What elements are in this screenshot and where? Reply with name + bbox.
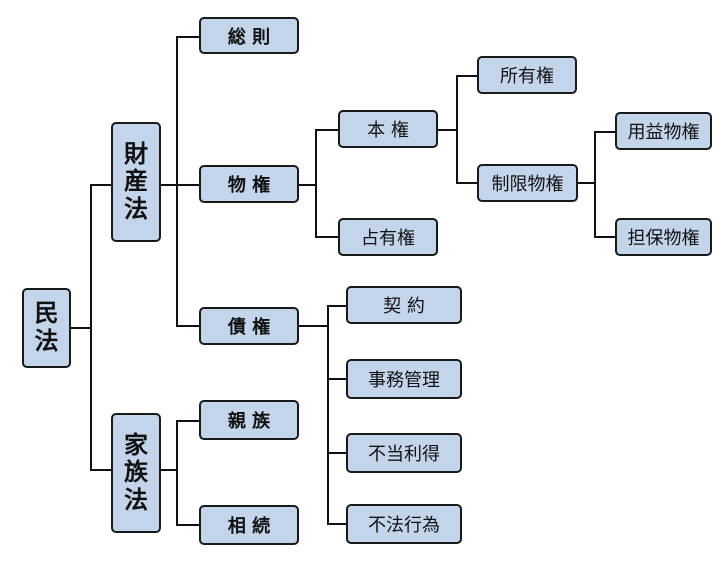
node-label: 所有権: [500, 66, 554, 87]
node-civil-law: 民法: [22, 288, 71, 368]
node-label: 財産法: [124, 139, 148, 223]
node-label: 不法行為: [368, 515, 440, 536]
connector: [327, 523, 347, 525]
node-label: 債 権: [227, 317, 271, 338]
connector: [327, 378, 347, 380]
connector: [176, 36, 200, 38]
node-full-right: 本 権: [338, 110, 438, 148]
connector: [456, 75, 458, 184]
node-label: 不当利得: [368, 444, 440, 465]
connector: [594, 131, 596, 238]
node-label: 契 約: [383, 296, 425, 317]
connector: [594, 131, 616, 133]
node-label: 親 族: [227, 411, 271, 432]
connector: [176, 36, 178, 327]
node-management-of-business: 事務管理: [346, 359, 462, 399]
connector: [299, 184, 317, 186]
connector: [315, 129, 317, 238]
connector: [90, 184, 92, 471]
node-label: 事務管理: [368, 370, 440, 391]
connector: [456, 182, 478, 184]
node-label: 民法: [34, 299, 59, 355]
connector: [327, 305, 347, 307]
node-limited-real-rights: 制限物権: [477, 164, 578, 202]
connector: [176, 420, 178, 526]
connector: [176, 325, 200, 327]
node-inheritance: 相 続: [199, 505, 299, 545]
node-label: 総 則: [227, 26, 271, 48]
node-unjust-enrichment: 不当利得: [346, 433, 462, 473]
connector: [176, 524, 200, 526]
node-security-rights: 担保物権: [615, 218, 712, 256]
node-relatives: 親 族: [199, 400, 299, 440]
node-label: 制限物権: [491, 174, 564, 195]
node-possession: 占有権: [338, 218, 438, 256]
node-property-law: 財産法: [111, 122, 161, 242]
connector: [70, 327, 92, 329]
node-label: 家族法: [124, 430, 148, 514]
node-label: 用益物権: [627, 122, 700, 143]
node-real-rights: 物 権: [199, 165, 299, 203]
connector: [176, 184, 200, 186]
connector: [160, 184, 178, 186]
node-tort: 不法行為: [346, 504, 462, 544]
node-ownership: 所有権: [477, 56, 577, 94]
connector: [438, 129, 458, 131]
node-label: 担保物権: [627, 228, 700, 249]
node-label: 本 権: [367, 120, 409, 141]
connector: [327, 305, 329, 525]
connector: [160, 469, 178, 471]
node-general-provisions: 総 則: [199, 17, 299, 54]
connector: [176, 420, 200, 422]
node-contract: 契 約: [346, 286, 462, 324]
connector: [90, 184, 112, 186]
node-family-law: 家族法: [111, 413, 161, 533]
node-label: 占有権: [361, 228, 415, 249]
node-label: 相 続: [227, 516, 271, 537]
connector: [90, 469, 112, 471]
connector: [315, 129, 339, 131]
node-usufructuary-rights: 用益物権: [615, 112, 712, 150]
connector: [594, 236, 616, 238]
connector: [327, 452, 347, 454]
connector: [578, 182, 596, 184]
connector: [456, 75, 478, 77]
node-label: 物 権: [227, 175, 271, 196]
connector: [315, 236, 339, 238]
connector: [299, 325, 329, 327]
node-claims: 債 権: [199, 307, 299, 345]
